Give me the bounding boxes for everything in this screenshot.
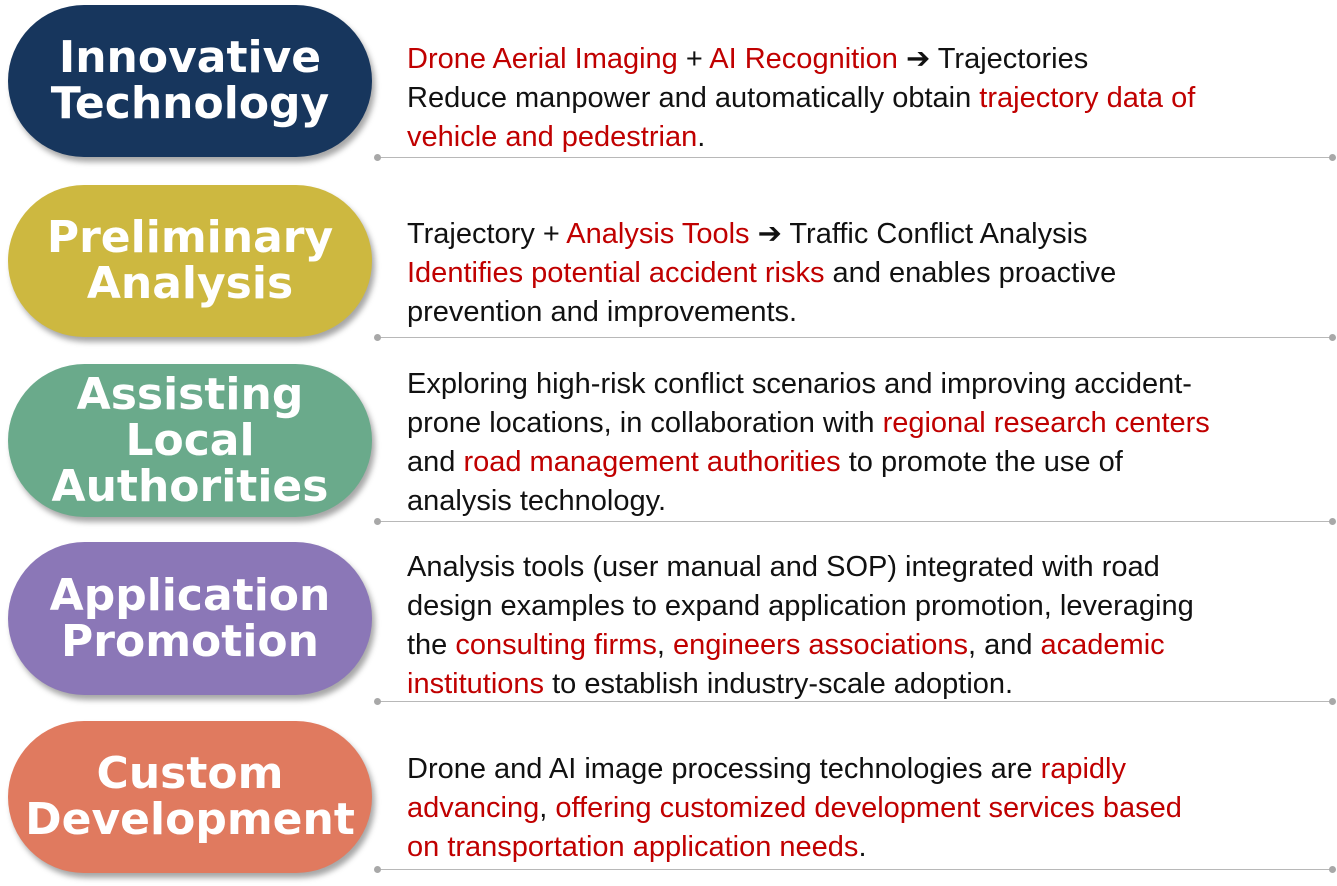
pill-application-promotion: Application Promotion	[8, 542, 372, 695]
description-line: on transportation application needs.	[407, 828, 1322, 867]
divider-line	[378, 869, 1333, 870]
body-text: Drone and AI image processing technologi…	[407, 753, 1041, 785]
body-text: ➔ Traffic Conflict Analysis	[749, 218, 1088, 250]
highlight-text: Identifies potential accident risks	[407, 257, 825, 289]
description-line: Reduce manpower and automatically obtain…	[407, 79, 1322, 118]
pill-innovative-technology: Innovative Technology	[8, 5, 372, 157]
divider-dot-right	[1329, 698, 1336, 705]
divider-dot-right	[1329, 154, 1336, 161]
divider-dot-left	[374, 866, 381, 873]
highlight-text: road management authorities	[463, 446, 841, 478]
divider-dot-left	[374, 698, 381, 705]
highlight-text: academic	[1040, 629, 1165, 661]
divider-line	[378, 157, 1333, 158]
divider-line	[378, 337, 1333, 338]
body-text: prone locations, in collaboration with	[407, 407, 883, 439]
divider-line	[378, 701, 1333, 702]
body-text: ,	[656, 629, 673, 661]
description-line: prevention and improvements.	[407, 293, 1322, 332]
divider-dot-left	[374, 154, 381, 161]
pill-assisting-local-authorities: Assisting Local Authorities	[8, 364, 372, 517]
pill-label: Assisting Local Authorities	[51, 368, 329, 512]
description-line: Analysis tools (user manual and SOP) int…	[407, 548, 1322, 587]
highlight-text: engineers associations	[672, 629, 968, 661]
highlight-text: vehicle and pedestrian	[407, 121, 698, 153]
highlight-text: consulting firms	[455, 629, 657, 661]
body-text: ➔	[897, 43, 938, 75]
description-line: Trajectory + Analysis Tools ➔ Traffic Co…	[407, 215, 1322, 254]
description-custom-development: Drone and AI image processing technologi…	[407, 750, 1322, 867]
divider-dot-left	[374, 334, 381, 341]
description-line: institutions to establish industry-scale…	[407, 665, 1322, 704]
divider-dot-left	[374, 518, 381, 525]
body-text: and enables proactive	[824, 257, 1117, 289]
highlight-text: AI Recognition	[709, 43, 898, 75]
description-line: Drone and AI image processing technologi…	[407, 750, 1322, 789]
description-line: the consulting firms, engineers associat…	[407, 626, 1322, 665]
body-text: Exploring high-risk conflict scenarios a…	[407, 368, 1192, 400]
description-line: vehicle and pedestrian.	[407, 118, 1322, 157]
description-preliminary-analysis: Trajectory + Analysis Tools ➔ Traffic Co…	[407, 215, 1322, 332]
highlight-text: regional research centers	[882, 407, 1210, 439]
divider-dot-right	[1329, 334, 1336, 341]
body-text: , and	[967, 629, 1041, 661]
body-text: to establish industry-scale adoption.	[544, 668, 1014, 700]
body-text: .	[697, 121, 706, 153]
body-text: prevention and improvements.	[407, 296, 798, 328]
body-text: design examples to expand application pr…	[407, 590, 1194, 622]
body-text: the	[407, 629, 456, 661]
highlight-text: rapidly	[1040, 753, 1126, 785]
description-line: Exploring high-risk conflict scenarios a…	[407, 365, 1322, 404]
description-line: prone locations, in collaboration with r…	[407, 404, 1322, 443]
body-text: +	[677, 43, 710, 75]
pill-preliminary-analysis: Preliminary Analysis	[8, 185, 372, 337]
description-line: and road management authorities to promo…	[407, 443, 1322, 482]
highlight-text: Analysis Tools	[566, 218, 750, 250]
pill-label: Preliminary Analysis	[46, 212, 334, 309]
divider-line	[378, 521, 1333, 522]
body-text: ,	[539, 792, 556, 824]
body-text: .	[858, 831, 867, 863]
body-text: and	[407, 446, 464, 478]
pill-label: Innovative Technology	[50, 32, 330, 129]
divider-dot-right	[1329, 518, 1336, 525]
body-text: Reduce manpower and automatically obtain	[407, 82, 980, 114]
pill-custom-development: Custom Development	[8, 721, 372, 873]
highlight-text: institutions	[407, 668, 545, 700]
body-text: analysis technology.	[407, 485, 667, 517]
body-text: to promote the use of	[840, 446, 1123, 478]
description-line: design examples to expand application pr…	[407, 587, 1322, 626]
pill-label: Application Promotion	[49, 569, 331, 667]
highlight-text: offering customized development services…	[555, 792, 1182, 824]
pill-label: Custom Development	[25, 748, 355, 845]
description-line: Identifies potential accident risks and …	[407, 254, 1322, 293]
description-line: Drone Aerial Imaging + AI Recognition ➔ …	[407, 40, 1322, 79]
body-text: Trajectories	[937, 43, 1089, 75]
highlight-text: on transportation application needs	[407, 831, 859, 863]
body-text: Trajectory +	[407, 218, 567, 250]
description-application-promotion: Analysis tools (user manual and SOP) int…	[407, 548, 1322, 704]
highlight-text: trajectory data of	[979, 82, 1196, 114]
highlight-text: Drone Aerial Imaging	[407, 43, 678, 75]
description-line: analysis technology.	[407, 482, 1322, 521]
body-text: Analysis tools (user manual and SOP) int…	[407, 551, 1160, 583]
description-assisting-local-authorities: Exploring high-risk conflict scenarios a…	[407, 365, 1322, 521]
description-innovative-technology: Drone Aerial Imaging + AI Recognition ➔ …	[407, 40, 1322, 157]
highlight-text: advancing	[407, 792, 540, 824]
description-line: advancing, offering customized developme…	[407, 789, 1322, 828]
divider-dot-right	[1329, 866, 1336, 873]
